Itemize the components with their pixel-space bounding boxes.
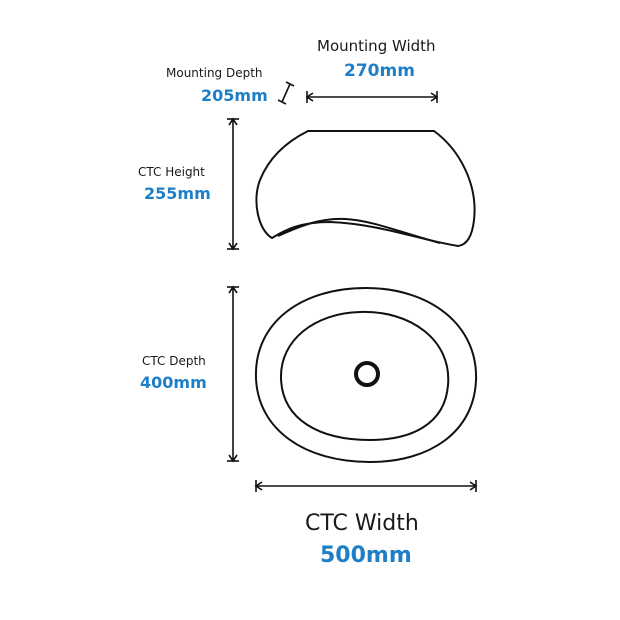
ctc-width-value: 500mm <box>320 543 412 568</box>
ctc-depth-value: 400mm <box>140 373 207 392</box>
ctc-depth-label: CTC Depth <box>142 354 206 368</box>
drain-icon <box>354 361 380 387</box>
ctc-width-label: CTC Width <box>305 511 419 536</box>
top-view-basin <box>254 286 478 464</box>
side-view-basin <box>255 130 476 248</box>
mounting-width-value: 270mm <box>344 61 415 81</box>
mounting-depth-label: Mounting Depth <box>166 66 263 80</box>
dimension-lines <box>227 81 478 492</box>
mounting-depth-value: 205mm <box>201 86 268 105</box>
mounting-width-label: Mounting Width <box>317 37 436 55</box>
ctc-height-label: CTC Height <box>138 165 205 179</box>
ctc-height-value: 255mm <box>144 184 211 203</box>
